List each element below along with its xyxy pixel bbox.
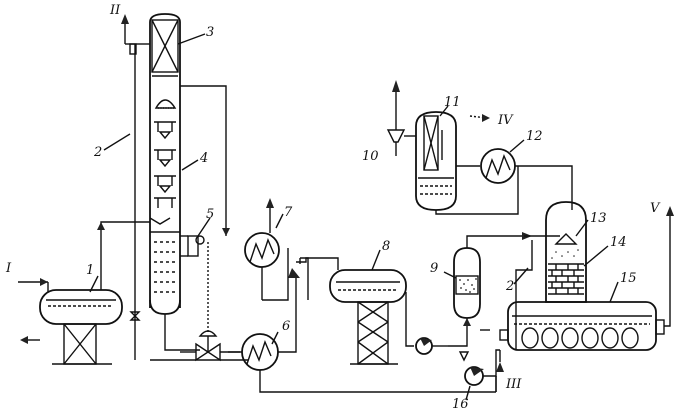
stream-label-II: II: [109, 3, 121, 18]
label-13: 13: [590, 211, 607, 226]
pump-9: [415, 337, 448, 355]
stream-label-III: III: [505, 377, 522, 392]
label-12: 12: [526, 129, 543, 144]
heat-exchanger-7: [244, 198, 280, 300]
column-13: [545, 201, 587, 303]
label-8: 8: [382, 239, 390, 254]
label-1: 1: [86, 263, 94, 278]
column-2: [149, 13, 181, 315]
label-2-right: 2: [505, 279, 514, 294]
adsorber-9: [453, 247, 481, 319]
stream-label-I: I: [5, 261, 12, 276]
label-7: 7: [284, 205, 293, 220]
label-6: 6: [282, 319, 290, 334]
stream-label-IV: IV: [497, 113, 514, 128]
label-15: 15: [620, 271, 637, 286]
level-controller-5: [180, 235, 209, 332]
label-9: 9: [430, 261, 438, 276]
stream-I-inlet: [18, 278, 49, 292]
vessel-1: [39, 289, 123, 365]
label-2-left: 2: [93, 145, 102, 160]
label-10: 10: [362, 149, 379, 164]
vessel-8: [329, 269, 407, 365]
heat-exchanger-6: [241, 333, 279, 371]
label-3: 3: [206, 25, 214, 40]
heat-exchanger-12: [480, 148, 516, 184]
label-11: 11: [444, 95, 461, 110]
control-valve: [195, 330, 221, 362]
label-16: 16: [452, 397, 469, 411]
label-14: 14: [610, 235, 627, 250]
label-5: 5: [206, 207, 214, 222]
ejector-10: [386, 80, 416, 156]
pump-16: [458, 351, 484, 386]
furnace-15: [499, 301, 665, 351]
separator-11: [415, 111, 457, 211]
label-4: 4: [199, 151, 208, 166]
stream-label-V: V: [650, 201, 661, 216]
